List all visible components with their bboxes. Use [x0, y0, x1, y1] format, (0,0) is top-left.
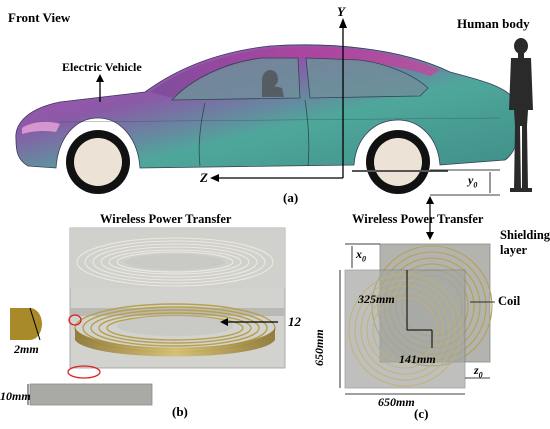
y0-label: y0: [468, 173, 478, 190]
electric-vehicle-illustration: [15, 44, 520, 194]
ev-pointer-arrowhead: [96, 74, 104, 82]
layer-label: layer: [500, 243, 528, 257]
panel-b-caption: (b): [172, 404, 188, 419]
coil-label: Coil: [498, 294, 521, 308]
turns-label: 12: [288, 314, 301, 329]
wpt-title-left: Wireless Power Transfer: [100, 212, 232, 226]
y-axis-label: Y: [337, 4, 345, 19]
shielding-label: Shielding: [500, 228, 550, 242]
z0-label: z0: [474, 363, 483, 380]
shield-slab: [29, 383, 153, 406]
side-650-vertical-label: 650mm: [312, 329, 326, 366]
z-axis-label: Z: [200, 170, 208, 185]
panel-a-caption: (a): [283, 190, 299, 205]
human-body-label: Human body: [457, 16, 530, 31]
front-view-title: Front View: [8, 10, 71, 25]
shield-thickness-label: 10mm: [0, 389, 31, 403]
wire-cross-section: [10, 307, 42, 341]
y-axis-arrowhead: [339, 18, 347, 28]
wire-width-label: 2mm: [14, 342, 39, 356]
panel-c-caption: (c): [414, 406, 429, 421]
wpt-title-right: Wireless Power Transfer: [352, 212, 484, 226]
x0-label: x0: [356, 247, 366, 264]
electric-vehicle-label: Electric Vehicle: [62, 60, 142, 74]
side-650-horizontal-label: 650mm: [378, 395, 415, 409]
coil-3d-panel: [67, 227, 286, 379]
wpt-pointer-arrowhead-top: [426, 196, 434, 204]
inner-325-label: 325mm: [358, 292, 395, 306]
z-axis-arrowhead: [210, 174, 219, 182]
wpt-pointer-arrowhead-bottom: [426, 232, 434, 240]
human-body-figure: [509, 38, 533, 192]
top-view-panel: [339, 243, 495, 395]
inner-141-label: 141mm: [399, 352, 436, 366]
